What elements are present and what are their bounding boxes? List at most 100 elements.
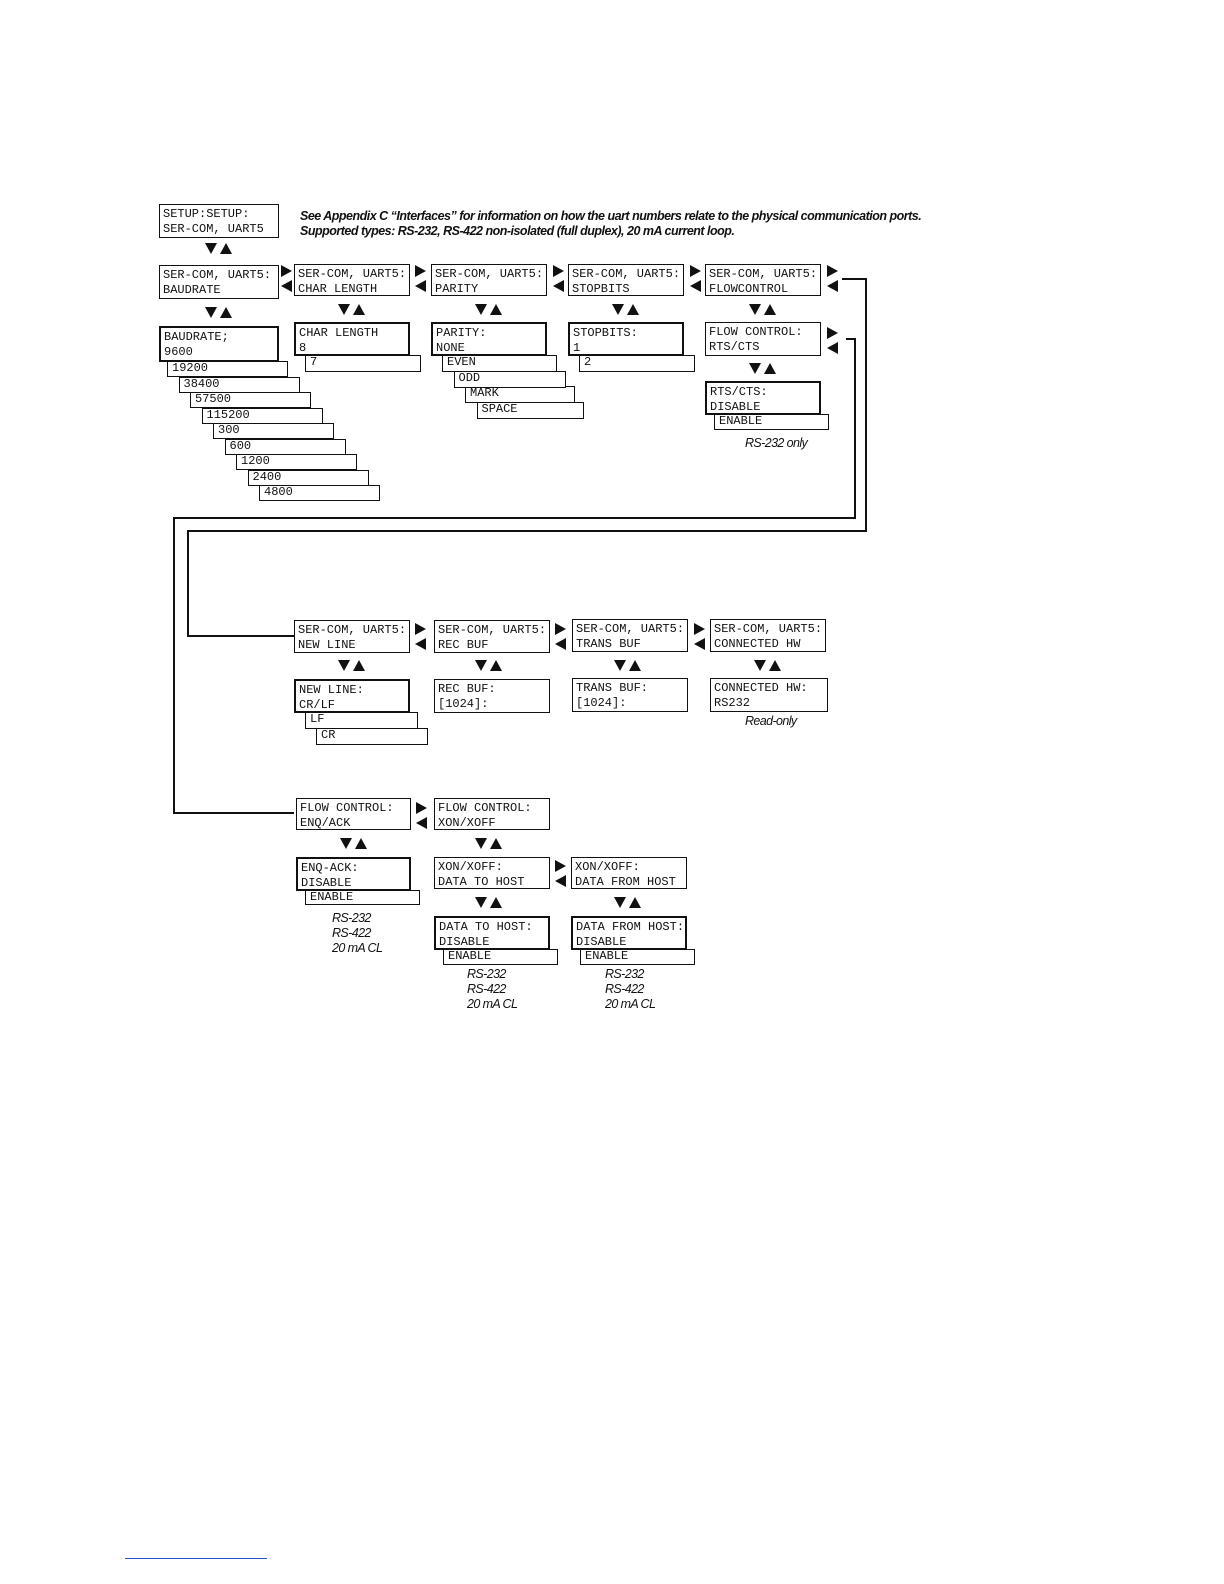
right-left-arrows-icon[interactable] bbox=[826, 265, 840, 295]
screen-line: PARITY: bbox=[436, 326, 487, 340]
screen-line: XON/XOFF: bbox=[575, 860, 640, 874]
right-left-arrows-icon[interactable] bbox=[414, 623, 428, 653]
right-left-arrows-icon[interactable] bbox=[414, 265, 428, 295]
screen-line: SETUP:SETUP: bbox=[163, 207, 250, 221]
screen-newline-menu[interactable]: SER-COM, UART5:NEW LINE bbox=[294, 620, 410, 653]
option-baudrate[interactable]: 57500 bbox=[190, 392, 311, 408]
option-parity[interactable]: ODD bbox=[453, 370, 566, 388]
option-newline[interactable]: LF bbox=[305, 712, 418, 729]
screen-line: BAUDRATE; bbox=[164, 330, 229, 344]
screen-line: XON/XOFF bbox=[438, 816, 496, 830]
screen-setup[interactable]: SETUP:SETUP:SER-COM, UART5 bbox=[159, 204, 279, 238]
screen-flowcontrol-menu[interactable]: SER-COM, UART5:FLOWCONTROL bbox=[705, 264, 821, 296]
up-down-arrows-icon[interactable] bbox=[475, 837, 505, 851]
option-charlen[interactable]: 7 bbox=[305, 355, 421, 372]
footnote-rule bbox=[125, 1558, 267, 1559]
option-baudrate[interactable]: 19200 bbox=[167, 361, 288, 377]
screen-charlen-menu[interactable]: SER-COM, UART5:CHAR LENGTH bbox=[294, 264, 410, 296]
screen-flowcontrol-value[interactable]: FLOW CONTROL:RTS/CTS bbox=[705, 322, 821, 356]
option-baudrate[interactable]: 38400 bbox=[178, 376, 300, 393]
screen-line: NONE bbox=[436, 341, 465, 355]
screen-line: DISABLE bbox=[439, 935, 490, 949]
screen-recbuf-value[interactable]: REC BUF:[1024]: bbox=[434, 679, 550, 713]
screen-line: DISABLE bbox=[710, 400, 761, 414]
right-left-arrows-icon[interactable] bbox=[693, 623, 707, 653]
screen-transbuf-menu[interactable]: SER-COM, UART5:TRANS BUF bbox=[572, 619, 688, 652]
screen-connhw-menu[interactable]: SER-COM, UART5:CONNECTED HW bbox=[710, 619, 826, 652]
screen-baudrate-menu[interactable]: SER-COM, UART5:BAUDRATE bbox=[159, 265, 279, 299]
screen-parity-menu[interactable]: SER-COM, UART5:PARITY bbox=[431, 264, 547, 296]
up-down-arrows-icon[interactable] bbox=[340, 837, 370, 851]
up-down-arrows-icon[interactable] bbox=[475, 896, 505, 910]
screen-stopbits-value[interactable]: STOPBITS:1 bbox=[568, 322, 684, 356]
screen-stopbits-menu[interactable]: SER-COM, UART5:STOPBITS bbox=[568, 264, 684, 296]
right-left-arrows-icon[interactable] bbox=[826, 327, 840, 357]
right-left-arrows-icon[interactable] bbox=[552, 265, 566, 295]
right-left-arrows-icon[interactable] bbox=[280, 265, 294, 295]
screen-line: PARITY bbox=[435, 282, 479, 296]
screen-line: FLOW CONTROL: bbox=[438, 801, 532, 815]
footnote-from-host: 20 mA CL bbox=[605, 997, 656, 1011]
footnote-rtscts: RS-232 only bbox=[745, 436, 808, 450]
option-parity[interactable]: EVEN bbox=[442, 355, 557, 372]
up-down-arrows-icon[interactable] bbox=[614, 896, 644, 910]
up-down-arrows-icon[interactable] bbox=[475, 303, 505, 317]
option-baudrate[interactable]: 115200 bbox=[201, 407, 323, 424]
screen-to-host-value[interactable]: DATA TO HOST:DISABLE bbox=[434, 916, 550, 950]
up-down-arrows-icon[interactable] bbox=[338, 303, 368, 317]
screen-enqack-value[interactable]: ENQ-ACK:DISABLE bbox=[296, 857, 411, 891]
screen-rtscts-value[interactable]: RTS/CTS:DISABLE bbox=[705, 381, 821, 415]
screen-line: 1 bbox=[573, 341, 581, 355]
right-left-arrows-icon[interactable] bbox=[554, 623, 568, 653]
screen-parity-value[interactable]: PARITY:NONE bbox=[431, 322, 547, 356]
up-down-arrows-icon[interactable] bbox=[205, 306, 235, 320]
option-parity[interactable]: MARK bbox=[465, 386, 575, 403]
up-down-arrows-icon[interactable] bbox=[749, 362, 779, 376]
screen-xon-to-host[interactable]: XON/XOFF:DATA TO HOST bbox=[434, 857, 550, 889]
screen-line: DISABLE bbox=[301, 876, 352, 890]
footnote-connhw: Read-only bbox=[745, 714, 797, 728]
option-baudrate[interactable]: 4800 bbox=[259, 485, 380, 501]
right-left-arrows-icon[interactable] bbox=[689, 265, 703, 295]
screen-transbuf-value[interactable]: TRANS BUF:[1024]: bbox=[572, 678, 688, 712]
screen-baudrate-value[interactable]: BAUDRATE;9600 bbox=[159, 326, 279, 362]
option-baudrate[interactable]: 1200 bbox=[236, 454, 357, 470]
option-parity[interactable]: SPACE bbox=[476, 401, 584, 419]
option-from-host[interactable]: ENABLE bbox=[580, 949, 695, 965]
screen-xon-from-host[interactable]: XON/XOFF:DATA FROM HOST bbox=[571, 857, 687, 889]
screen-from-host-value[interactable]: DATA FROM HOST:DISABLE bbox=[571, 916, 687, 950]
screen-line: TRANS BUF: bbox=[576, 681, 649, 695]
screen-line: SER-COM, UART5: bbox=[576, 622, 685, 636]
screen-line: CHAR LENGTH bbox=[299, 326, 379, 340]
screen-line: CONNECTED HW: bbox=[714, 681, 808, 695]
option-baudrate[interactable]: 300 bbox=[213, 423, 334, 439]
option-baudrate[interactable]: 2400 bbox=[247, 469, 369, 486]
screen-line: RS232 bbox=[714, 696, 751, 710]
screen-line: NEW LINE bbox=[298, 638, 356, 652]
option-enqack[interactable]: ENABLE bbox=[305, 890, 420, 905]
option-baudrate[interactable]: 600 bbox=[224, 438, 346, 455]
screen-newline-value[interactable]: NEW LINE:CR/LF bbox=[294, 679, 410, 713]
up-down-arrows-icon[interactable] bbox=[205, 242, 235, 256]
screen-line: ENQ/ACK bbox=[300, 816, 351, 830]
screen-flow-xonxoff[interactable]: FLOW CONTROL:XON/XOFF bbox=[434, 798, 550, 830]
option-to-host[interactable]: ENABLE bbox=[443, 949, 558, 965]
up-down-arrows-icon[interactable] bbox=[754, 659, 784, 673]
option-rtscts[interactable]: ENABLE bbox=[714, 414, 829, 430]
up-down-arrows-icon[interactable] bbox=[338, 659, 368, 673]
option-newline[interactable]: CR bbox=[316, 728, 428, 745]
right-left-arrows-icon[interactable] bbox=[415, 802, 429, 832]
up-down-arrows-icon[interactable] bbox=[749, 303, 779, 317]
screen-line: SER-COM, UART5: bbox=[572, 267, 681, 281]
up-down-arrows-icon[interactable] bbox=[612, 303, 642, 317]
screen-flow-enqack[interactable]: FLOW CONTROL:ENQ/ACK bbox=[296, 798, 411, 830]
screen-recbuf-menu[interactable]: SER-COM, UART5:REC BUF bbox=[434, 620, 550, 653]
up-down-arrows-icon[interactable] bbox=[614, 659, 644, 673]
right-left-arrows-icon[interactable] bbox=[554, 860, 568, 890]
screen-connhw-value[interactable]: CONNECTED HW:RS232 bbox=[710, 678, 828, 712]
up-down-arrows-icon[interactable] bbox=[475, 659, 505, 673]
screen-line: CR/LF bbox=[299, 698, 336, 712]
option-stopbits[interactable]: 2 bbox=[579, 355, 695, 372]
